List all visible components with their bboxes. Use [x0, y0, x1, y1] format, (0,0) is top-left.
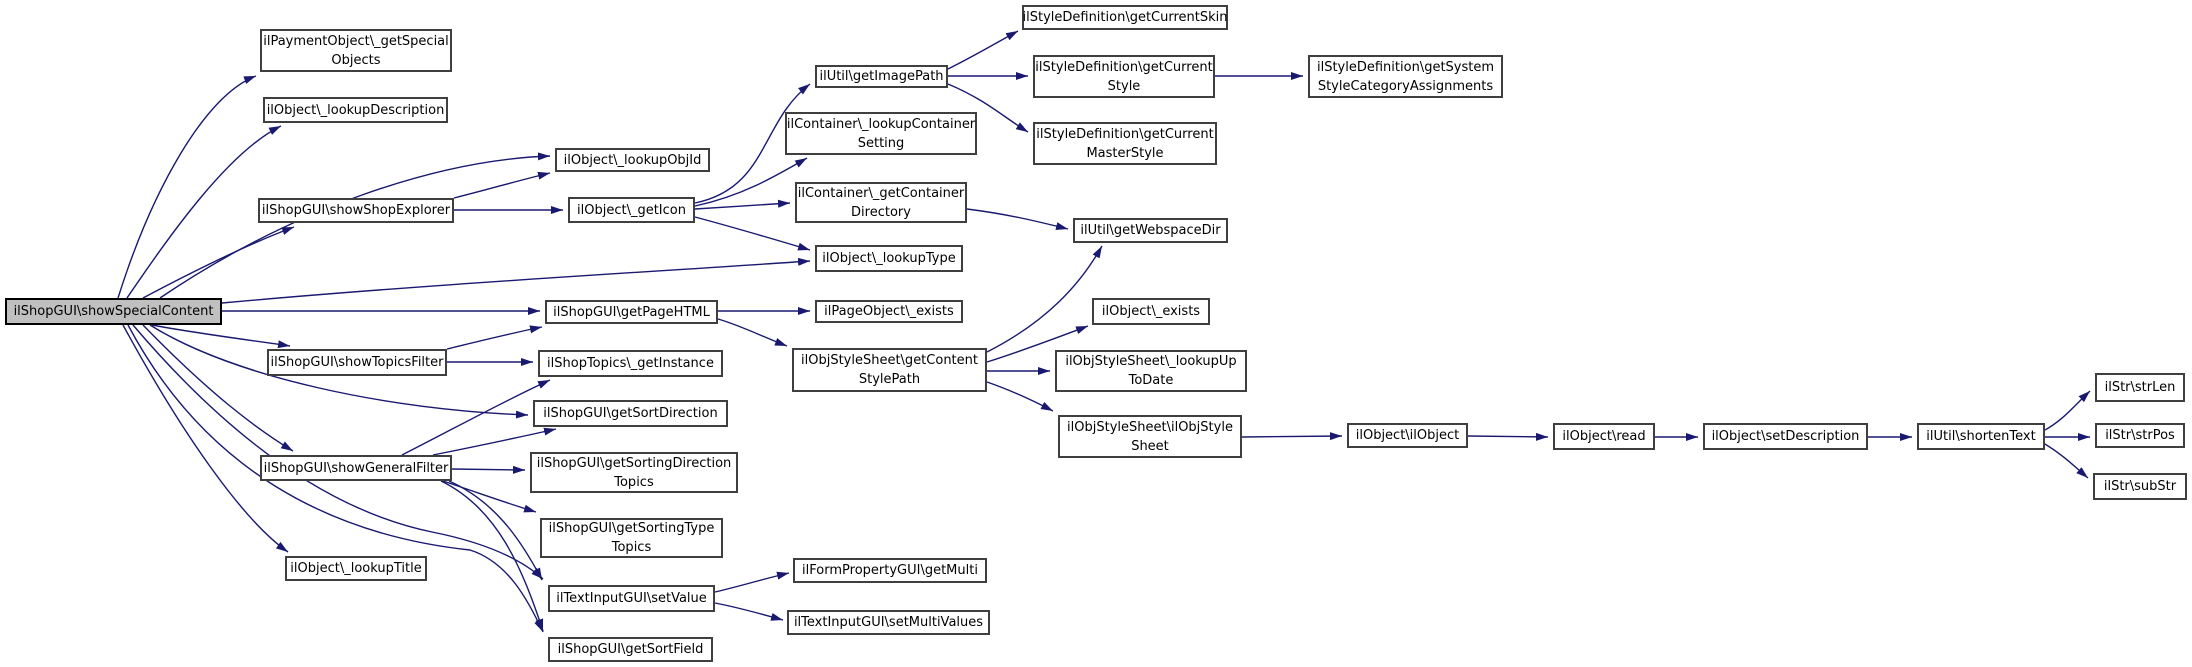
edge-getImagePath-getCurrentSkin: [947, 30, 1019, 70]
node-getSortField[interactable]: ilShopGUI\getSortField: [548, 637, 713, 662]
node-shortenText[interactable]: ilUtil\shortenText: [1917, 423, 2045, 450]
edge-getIcon-lookupType: [694, 216, 811, 251]
edge-root-lookupTitle: [122, 324, 289, 553]
edge-root-showGeneralFilter: [142, 324, 294, 452]
node-getSortingTypeTopics[interactable]: ilShopGUI\getSortingType Topics: [540, 518, 723, 558]
edge-root-showTopicsFilter: [151, 324, 291, 349]
edge-ilObject-read: [1467, 432, 1549, 441]
edge-root-lookupDescription: [126, 125, 282, 299]
node-lookupContainerSetting[interactable]: ilContainer\_lookupContainer Setting: [785, 112, 977, 155]
edge-showGeneralFilter-getSortDirection: [432, 427, 557, 456]
edge-root-lookupType: [221, 257, 811, 304]
node-getWebspaceDir[interactable]: ilUtil\getWebspaceDir: [1073, 218, 1228, 243]
edge-showGeneralFilter-setValue: [448, 480, 543, 581]
node-setDescription[interactable]: ilObject\setDescription: [1703, 423, 1868, 450]
edge-getContentStylePath-objectExists: [986, 325, 1089, 363]
node-root[interactable]: ilShopGUI\showSpecialContent: [5, 298, 222, 325]
edge-root-showShopExplorer: [142, 226, 295, 299]
node-lookupType[interactable]: ilObject\_lookupType: [815, 245, 963, 272]
edge-shortenText-strLen: [2044, 390, 2091, 431]
edge-ilObjStyleSheet-ilObject: [1241, 432, 1343, 441]
node-showShopExplorer[interactable]: ilShopGUI\showShopExplorer: [258, 198, 454, 223]
edge-getContentStylePath-ilObjStyleSheet: [986, 381, 1054, 412]
node-ilObject[interactable]: ilObject\ilObject: [1347, 423, 1468, 448]
node-getMulti[interactable]: ilFormPropertyGUI\getMulti: [793, 558, 987, 583]
node-strPos[interactable]: ilStr\strPos: [2095, 423, 2185, 448]
edge-root-lookupObjId: [159, 152, 551, 299]
node-showGeneralFilter[interactable]: ilShopGUI\showGeneralFilter: [260, 455, 452, 481]
node-pageExists[interactable]: ilPageObject\_exists: [815, 300, 963, 323]
edge-getIcon-getImagePath: [694, 83, 811, 204]
edge-getContainerDirectory-getWebspaceDir: [966, 208, 1069, 230]
node-getSpecialObjects[interactable]: ilPaymentObject\_getSpecial Objects: [260, 29, 452, 72]
edge-root-getSortDirection: [149, 324, 529, 419]
node-getSortingDirectionTopics[interactable]: ilShopGUI\getSortingDirection Topics: [530, 452, 738, 493]
node-getInstance[interactable]: ilShopTopics\_getInstance: [538, 350, 723, 377]
edge-setValue-getMulti: [714, 571, 790, 593]
node-getSystemStyleCategoryAssignments[interactable]: ilStyleDefinition\getSystem StyleCategor…: [1308, 55, 1503, 98]
node-getContainerDirectory[interactable]: ilContainer\_getContainer Directory: [795, 182, 967, 223]
node-setMultiValues[interactable]: ilTextInputGUI\setMultiValues: [787, 610, 990, 635]
node-getIcon[interactable]: ilObject\_getIcon: [568, 197, 695, 223]
node-getContentStylePath[interactable]: ilObjStyleSheet\getContent StylePath: [792, 348, 987, 392]
node-subStr[interactable]: ilStr\subStr: [2093, 473, 2187, 500]
node-lookupObjId[interactable]: ilObject\_lookupObjId: [555, 148, 710, 172]
edge-root-getSortField: [127, 324, 544, 633]
edge-setValue-setMultiValues: [714, 602, 784, 621]
node-strLen[interactable]: ilStr\strLen: [2095, 373, 2185, 402]
edge-showGeneralFilter-getSortingDirectionTopics: [451, 465, 526, 474]
edge-root-getSpecialObjects: [117, 75, 257, 299]
edge-showGeneralFilter-getSortField: [440, 480, 544, 632]
node-read[interactable]: ilObject\read: [1553, 423, 1655, 450]
node-lookupUpToDate[interactable]: ilObjStyleSheet\_lookupUp ToDate: [1055, 350, 1247, 392]
node-getImagePath[interactable]: ilUtil\getImagePath: [815, 65, 948, 88]
edge-showGeneralFilter-getInstance: [401, 379, 551, 456]
edge-getPageHTML-getContentStylePath: [717, 318, 788, 347]
node-setValue[interactable]: ilTextInputGUI\setValue: [548, 585, 715, 612]
edge-showGeneralFilter-getSortingTypeTopics: [442, 480, 537, 513]
node-ilObjStyleSheet[interactable]: ilObjStyleSheet\ilObjStyle Sheet: [1058, 415, 1242, 458]
edge-getContentStylePath-getWebspaceDir: [986, 245, 1103, 353]
node-getCurrentMasterStyle[interactable]: ilStyleDefinition\getCurrent MasterStyle: [1033, 122, 1217, 165]
edge-getIcon-getContainerDirectory: [694, 199, 791, 210]
node-getPageHTML[interactable]: ilShopGUI\getPageHTML: [545, 300, 718, 324]
node-lookupDescription[interactable]: ilObject\_lookupDescription: [263, 97, 448, 123]
node-getCurrentStyle[interactable]: ilStyleDefinition\getCurrent Style: [1033, 55, 1215, 98]
edge-showTopicsFilter-getPageHTML: [446, 325, 543, 350]
node-getCurrentSkin[interactable]: ilStyleDefinition\getCurrentSkin: [1022, 5, 1228, 30]
edge-showShopExplorer-lookupObjId: [453, 171, 551, 199]
edge-root-setValue: [132, 324, 544, 580]
edge-getIcon-lookupContainerSetting: [694, 157, 808, 207]
edge-getImagePath-getCurrentMasterStyle: [947, 83, 1029, 133]
node-objectExists[interactable]: ilObject\_exists: [1092, 298, 1210, 325]
node-getSortDirection[interactable]: ilShopGUI\getSortDirection: [533, 400, 728, 427]
node-lookupTitle[interactable]: ilObject\_lookupTitle: [285, 556, 427, 581]
node-showTopicsFilter[interactable]: ilShopGUI\showTopicsFilter: [267, 349, 447, 376]
edge-shortenText-subStr: [2044, 443, 2089, 479]
